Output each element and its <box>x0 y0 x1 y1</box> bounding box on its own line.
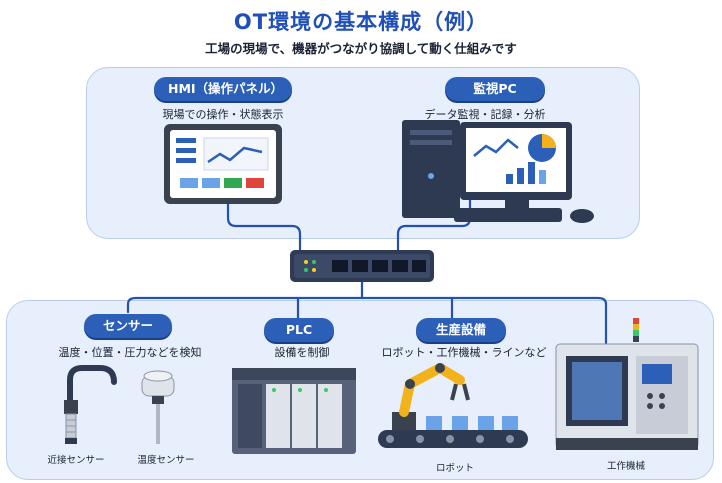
hmi-description: 現場での操作・状態表示 <box>162 108 284 121</box>
machine-tool-icon <box>555 318 699 450</box>
plc-description: 設備を制御 <box>274 346 330 359</box>
equipment-description: ロボット・工作機械・ラインなど <box>381 346 547 359</box>
proximity-sensor-icon <box>64 365 117 444</box>
page-subtitle: 工場の現場で、機器がつながり協調して動く仕組みです <box>205 41 517 56</box>
robot-arm-icon <box>378 363 528 448</box>
sensor-label: センサー <box>84 314 172 338</box>
hmi-touch-panel-icon <box>164 124 282 204</box>
page-title: OT環境の基本構成（例） <box>233 10 489 34</box>
robot-caption: ロボット <box>435 463 474 474</box>
equipment-label: 生産設備 <box>416 318 506 342</box>
plc-label: PLC <box>264 318 334 342</box>
monitoring-pc-description: データ監視・記録・分析 <box>424 108 546 121</box>
monitoring-pc-icon <box>402 120 594 223</box>
sensor-description: 温度・位置・圧力などを検知 <box>58 346 202 359</box>
hmi-label: HMI（操作パネル） <box>154 77 292 101</box>
temperature-sensor-caption: 温度センサー <box>137 455 195 466</box>
plc-controller-icon <box>232 368 356 454</box>
network-switch-icon <box>290 250 434 282</box>
temperature-sensor-icon <box>141 370 175 444</box>
machine-tool-caption: 工作機械 <box>606 461 645 472</box>
monitoring-pc-label: 監視PC <box>445 77 545 101</box>
proximity-sensor-caption: 近接センサー <box>47 455 105 466</box>
